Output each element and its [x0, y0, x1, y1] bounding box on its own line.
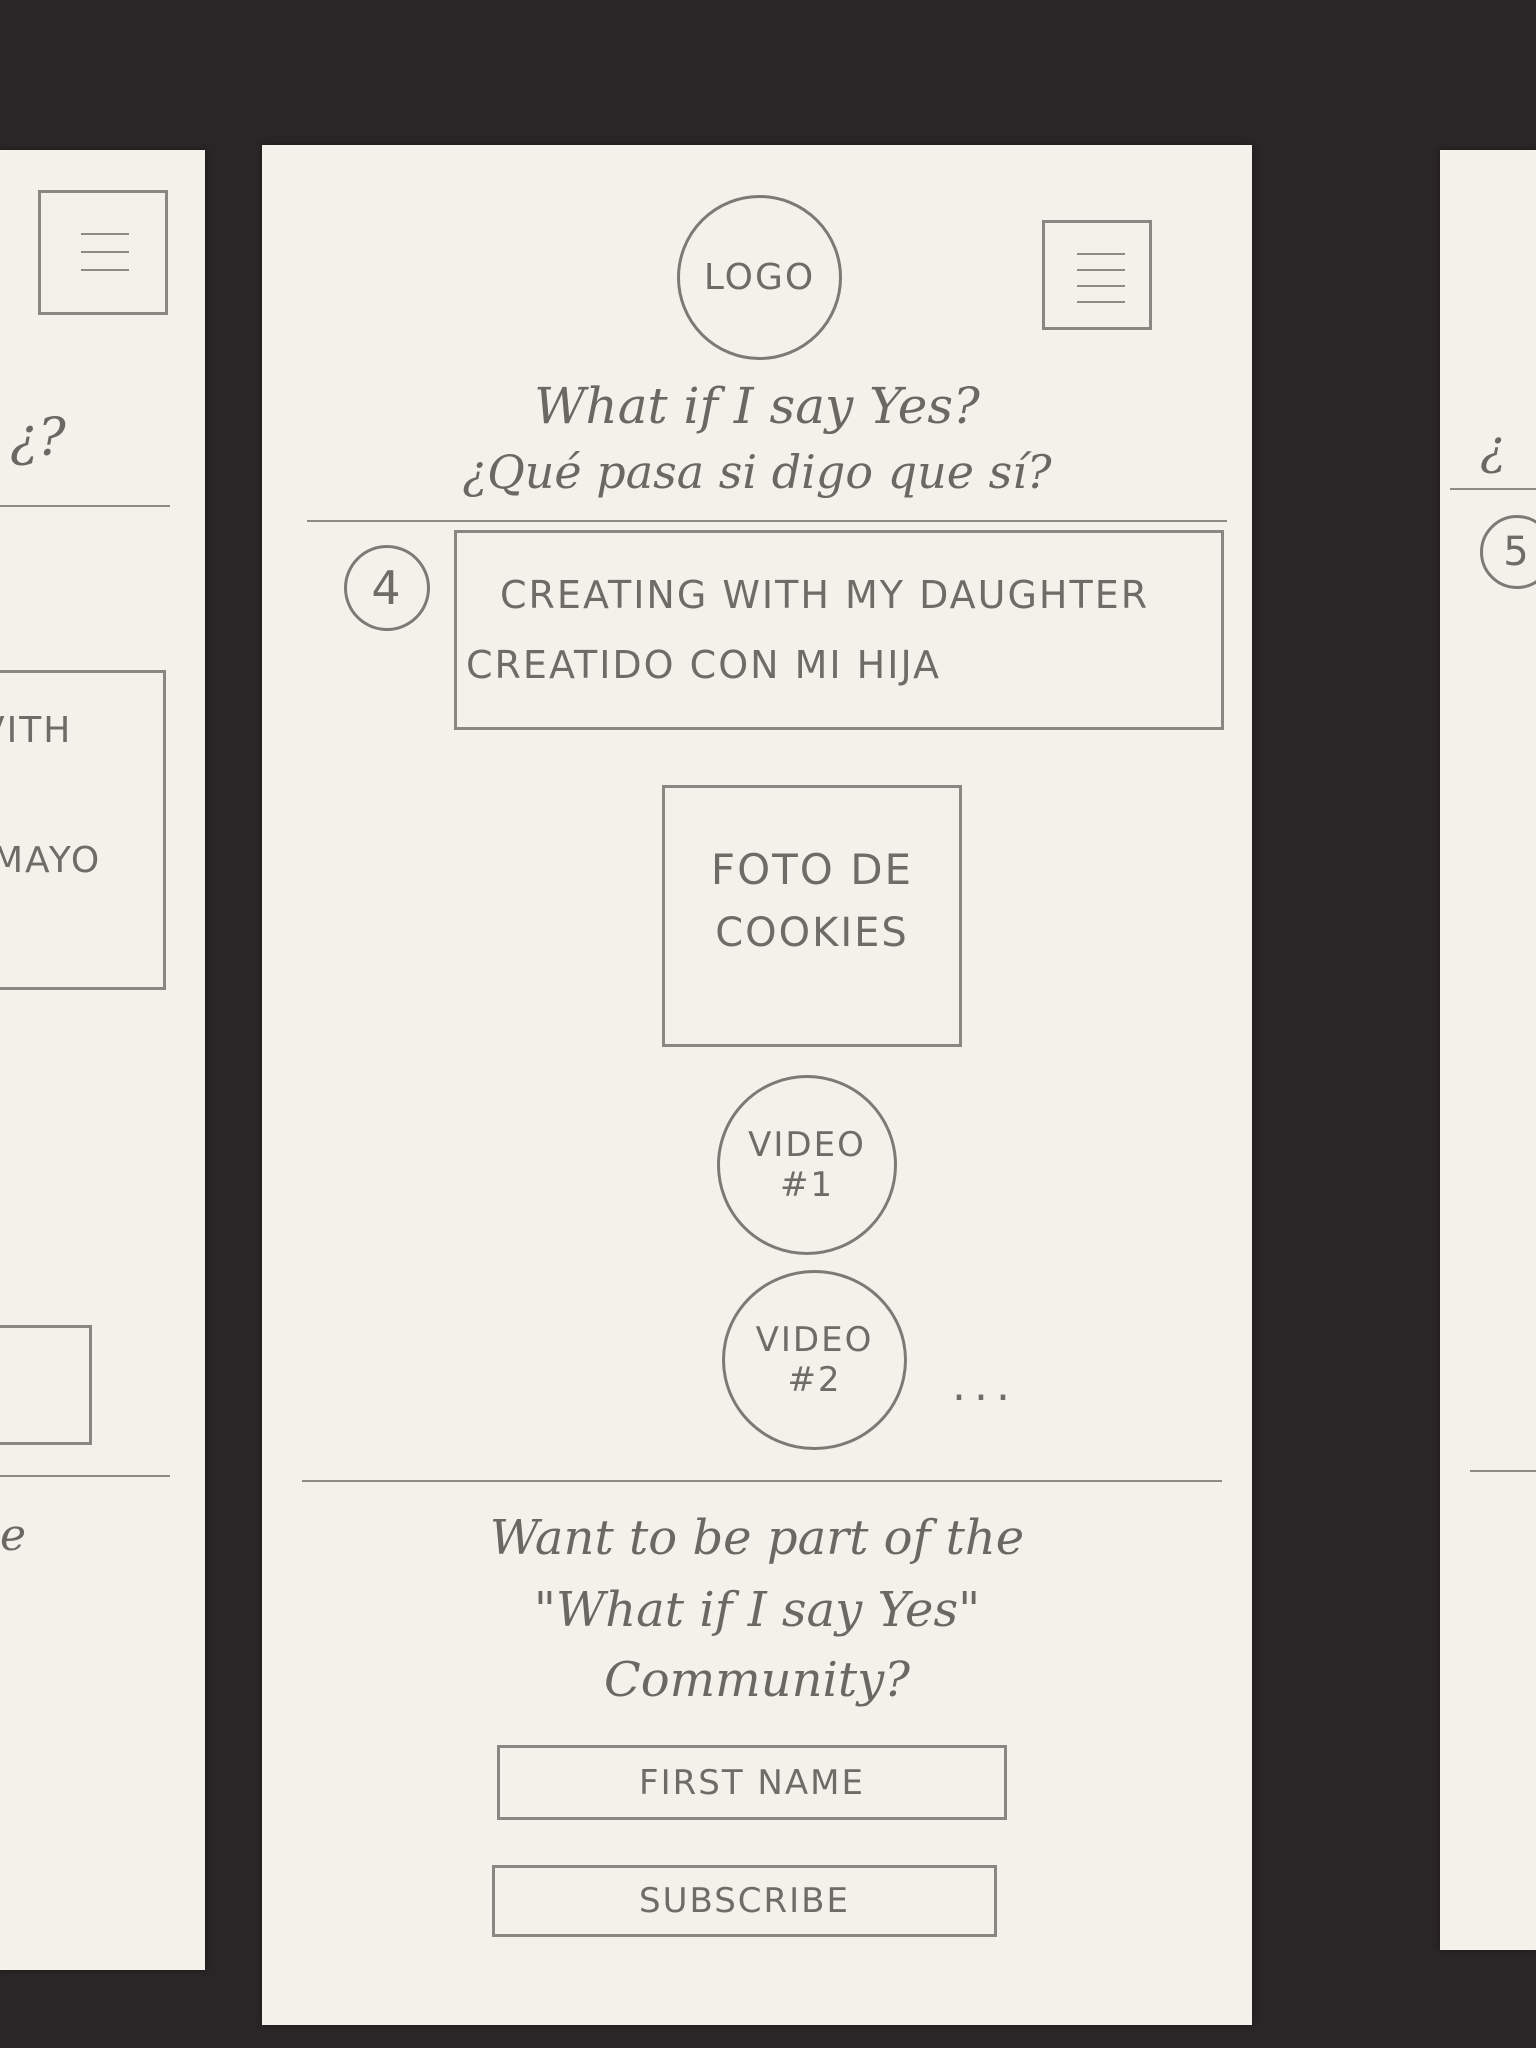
video-1[interactable]: VIDEO #1: [717, 1075, 897, 1255]
section-number: 4: [344, 545, 430, 631]
more-videos-ellipsis[interactable]: ...: [952, 1360, 1018, 1411]
menu-icon[interactable]: [1042, 220, 1152, 330]
left-input-box: [0, 1325, 92, 1445]
section-heading-en: CREATING WITH MY DAUGHTER: [500, 573, 1150, 617]
section-heading-box: [454, 530, 1224, 730]
subscribe-button[interactable]: SUBSCRIBE: [492, 1865, 997, 1937]
first-name-field[interactable]: FIRST NAME: [497, 1745, 1007, 1820]
cookie-photo: [662, 785, 962, 1047]
header-divider: [307, 520, 1227, 522]
site-title-en: What if I say Yes?: [534, 377, 980, 435]
photo-label-line1: FOTO DE: [710, 845, 914, 894]
left-content-box: [0, 670, 166, 990]
menu-icon[interactable]: [38, 190, 168, 315]
signup-line2: "What if I say Yes": [533, 1582, 981, 1638]
section-heading-es: CREATIDO CON MI HIJA: [466, 643, 941, 687]
footer-divider: [302, 1480, 1222, 1482]
left-sheet: ¿? VITH MAYO e: [0, 150, 205, 1970]
main-sheet: LOGO What if I say Yes? ¿Qué pasa si dig…: [262, 145, 1252, 2025]
right-sheet: ¿ 5: [1440, 150, 1536, 1950]
signup-line3: Community?: [604, 1652, 910, 1708]
logo[interactable]: LOGO: [677, 195, 842, 360]
right-section-number: 5: [1480, 515, 1536, 589]
site-title-es: ¿Qué pasa si digo que sí?: [462, 445, 1052, 499]
video-2[interactable]: VIDEO #2: [722, 1270, 907, 1450]
photo-label-line2: COOKIES: [715, 910, 909, 956]
left-title-tail: ¿?: [10, 408, 66, 468]
signup-line1: Want to be part of the: [489, 1510, 1025, 1566]
